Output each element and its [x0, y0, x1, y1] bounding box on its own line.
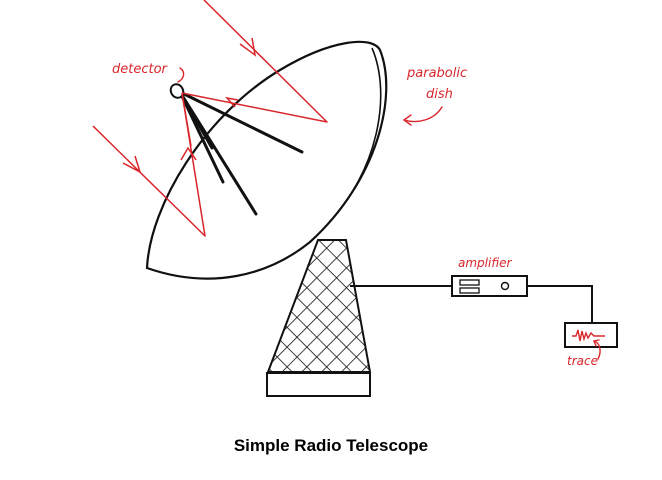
dish-label: dish [426, 87, 453, 102]
amplifier-label: amplifier [458, 256, 512, 270]
feed-struts [178, 90, 304, 216]
ray-arrowheads [122, 37, 257, 174]
parabolic-label: parabolic [406, 66, 467, 81]
tower-base [266, 372, 371, 397]
parabolic-dish [145, 40, 388, 280]
amplifier-knob-icon [500, 281, 510, 291]
annotation-arrows [177, 67, 601, 360]
signal-trace-icon [572, 329, 605, 342]
trace-display [564, 322, 618, 348]
arrowhead-1 [239, 37, 257, 57]
trace-label: trace [567, 354, 598, 368]
amplifier-box [451, 275, 528, 297]
arrowhead-4 [180, 146, 197, 161]
diagram-caption: Simple Radio Telescope [233, 436, 429, 455]
detector-horn [169, 83, 185, 99]
signal-cable [350, 285, 593, 323]
dish-pointer-arrow [403, 106, 443, 123]
detector-label: detector [112, 62, 169, 77]
trace-pointer-arrow [593, 340, 601, 360]
labels: detector parabolic dish amplifier trace [112, 62, 598, 368]
detector-pointer [177, 67, 185, 83]
arrowhead-2 [122, 155, 142, 174]
arrowhead-3 [224, 96, 239, 108]
